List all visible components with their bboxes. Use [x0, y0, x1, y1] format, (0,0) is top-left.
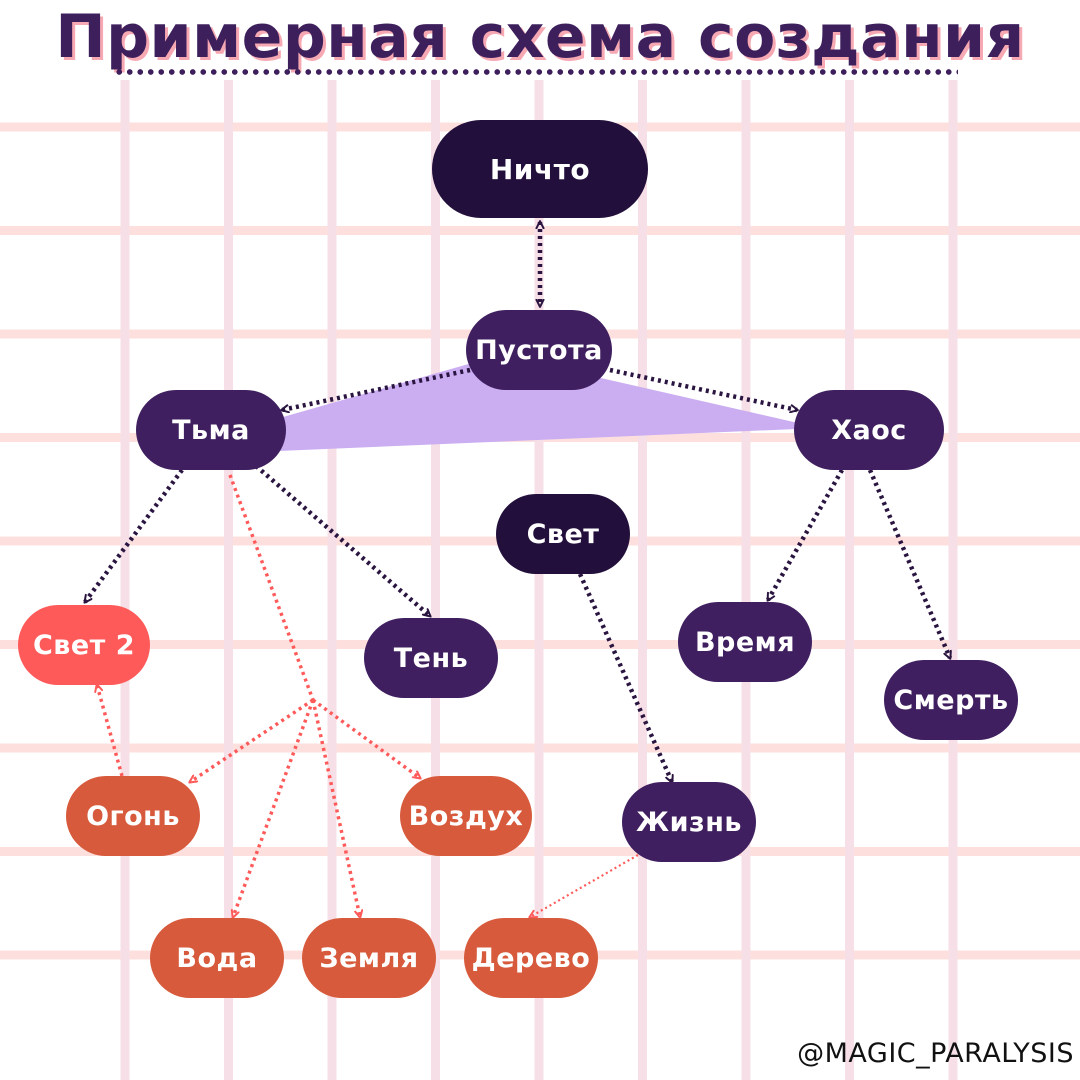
node-zhizn: Жизнь [622, 782, 756, 862]
node-zemlya: Земля [302, 918, 436, 998]
edge-branch-zemlya [311, 699, 360, 917]
edge-branch-voda [233, 699, 315, 917]
node-vozduh: Воздух [400, 776, 532, 856]
node-label: Время [694, 626, 796, 658]
node-nichto: Ничто [432, 120, 648, 218]
node-label: Ничто [489, 152, 591, 186]
edge-branch-ogon [190, 698, 314, 782]
edge-branch-vozduh [311, 698, 420, 778]
node-voda: Вода [150, 918, 284, 998]
node-haos: Хаос [794, 390, 944, 470]
edge-zhizn-derevo [530, 854, 639, 917]
node-label: Тень [393, 642, 469, 674]
edge-tma-svet2 [83, 468, 184, 602]
node-svet: Свет [496, 494, 630, 574]
node-label: Смерть [893, 684, 1009, 716]
node-label: Пустота [475, 334, 603, 366]
node-ten: Тень [364, 618, 498, 698]
edge-ogon-svet2 [97, 685, 124, 777]
edge-tma-branch [228, 474, 315, 701]
node-label: Хаос [831, 414, 907, 446]
author-credit: @MAGIC_PARALYSIS [797, 1038, 1074, 1069]
node-label: Свет [526, 518, 600, 550]
node-label: Тьма [172, 414, 250, 446]
edge-tma-ten [254, 464, 430, 618]
pustota-band [255, 355, 820, 452]
node-svet2: Свет 2 [18, 605, 150, 685]
node-derevo: Дерево [464, 918, 598, 998]
node-label: Земля [319, 942, 419, 974]
edge-haos-vremya [766, 468, 844, 600]
node-vremya: Время [678, 602, 812, 682]
node-ogon: Огонь [66, 776, 200, 856]
node-smert: Смерть [884, 660, 1018, 740]
node-tma: Тьма [136, 390, 286, 470]
node-pustota: Пустота [466, 310, 612, 390]
diagram-title: Примерная схема создания [55, 2, 1025, 72]
node-label: Огонь [86, 800, 180, 832]
node-label: Вода [176, 942, 258, 974]
node-label: Свет 2 [32, 629, 136, 661]
edge-svet-zhizn [577, 573, 675, 782]
node-label: Дерево [471, 942, 591, 974]
node-label: Жизнь [636, 806, 742, 838]
node-label: Воздух [408, 800, 524, 832]
title-dotted-underline [114, 68, 958, 76]
edge-haos-smert [867, 469, 953, 658]
